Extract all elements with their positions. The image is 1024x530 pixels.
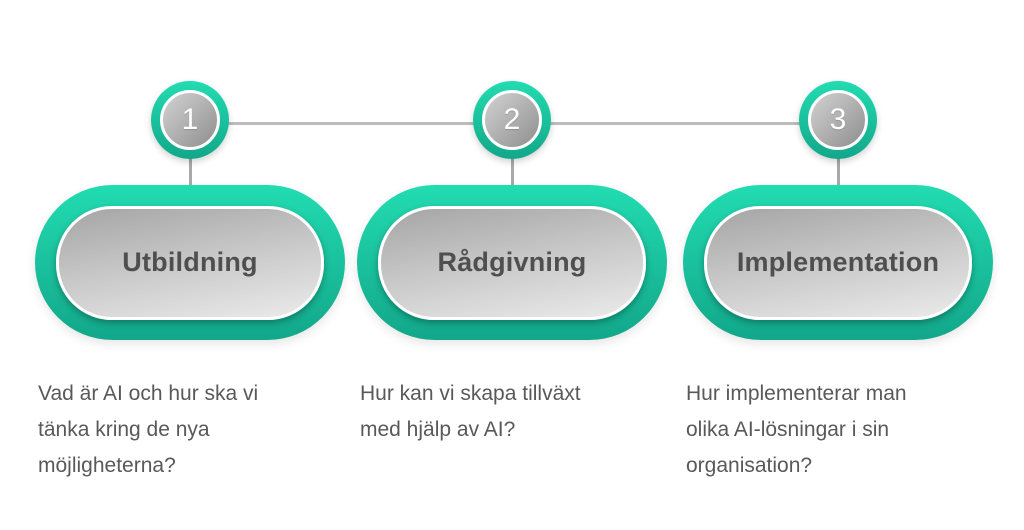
step-number-badge: 3 [799,81,877,159]
step-column-2: 2 Rådgivning Hur kan vi skapa tillväxt m… [357,0,667,530]
step-capsule: Implementation [683,185,993,340]
step-number-inner-circle: 1 [160,90,220,150]
step-number-inner-circle: 2 [482,90,542,150]
step-column-3: 3 Implementation Hur implementerar man o… [683,0,993,530]
connector-vertical-line [836,158,840,186]
step-capsule: Rådgivning [357,185,667,340]
step-number: 2 [503,103,521,136]
step-number: 3 [829,103,847,136]
connector-vertical-line [510,158,514,186]
step-title: Rådgivning [437,247,587,277]
step-capsule-inner: Utbildning [56,205,324,320]
step-capsule: Utbildning [35,185,345,340]
step-description: Hur kan vi skapa tillväxt med hjälp av A… [360,382,581,441]
step-title: Utbildning [122,247,258,277]
step-capsule-inner: Rådgivning [378,205,646,320]
step-capsule-inner: Implementation [704,205,972,320]
step-description: Hur implementerar man olika AI-lösningar… [686,382,907,477]
connector-vertical-line [188,158,192,186]
step-column-1: 1 Utbildning Vad är AI och hur ska vi tä… [35,0,345,530]
step-description: Vad är AI och hur ska vi tänka kring de … [38,382,259,477]
step-title: Implementation [736,247,940,277]
step-number-badge: 2 [473,81,551,159]
step-number-inner-circle: 3 [808,90,868,150]
step-number-badge: 1 [151,81,229,159]
step-number: 1 [181,103,199,136]
